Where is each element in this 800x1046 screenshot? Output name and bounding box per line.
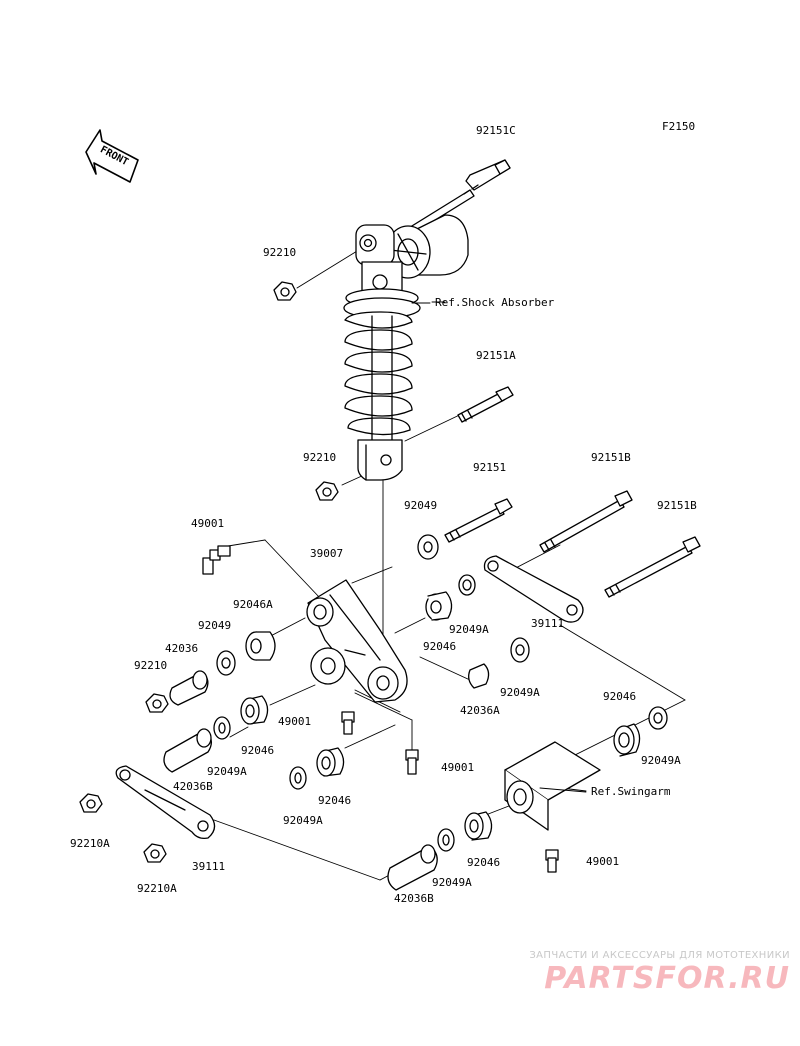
washer-92049a-mid-icon [510, 637, 530, 663]
washer-92049-icon [417, 534, 439, 560]
tie-rod-39111-lower-icon [115, 765, 216, 840]
watermark-brand: PARTSFOR.RU [544, 961, 790, 996]
callout-92049a-lower-left: 92049A [207, 765, 247, 778]
needle-bearing-92046-right-icon [425, 591, 453, 621]
callout-92049-left: 92049 [198, 619, 232, 632]
callout-42036b-left: 42036B [173, 780, 213, 793]
callout-ref-shock-absorber: Ref.Shock Absorber [435, 296, 555, 309]
bolt-92151b-upper-icon [539, 490, 633, 553]
callout-49001-lower: 49001 [441, 761, 475, 774]
callout-42036a: 42036A [460, 704, 500, 717]
tie-rod-39111-upper-icon [483, 555, 584, 623]
collar-42036b-left-icon [163, 728, 212, 773]
callout-92151b-lower: 92151B [657, 499, 697, 512]
collar-42036-icon [169, 670, 209, 706]
callout-39111-lower: 39111 [192, 860, 226, 873]
callout-92151b-upper: 92151B [591, 451, 631, 464]
watermark: ЗАПЧАСТИ И АКСЕССУАРЫ ДЛЯ МОТОТЕХНИКИ PA… [480, 950, 790, 995]
figure-code: F2150 [662, 120, 696, 133]
washer-92049a-lower-left-icon [213, 716, 231, 740]
callout-92049-top: 92049 [404, 499, 438, 512]
front-arrow-icon: FRONT [85, 129, 139, 183]
washer-92049a-bottom-icon [437, 828, 455, 852]
nut-92210-icon [273, 281, 297, 301]
grease-nipple-49001-center-icon [341, 711, 355, 735]
callout-92046-bottom: 92046 [467, 856, 501, 869]
callout-92049a-right: 92049A [449, 623, 489, 636]
needle-bearing-92046-center-icon [316, 747, 345, 777]
washer-92049-left-icon [216, 650, 236, 676]
callout-42036b-bottom: 42036B [394, 892, 434, 905]
callout-92046-center: 92046 [318, 794, 352, 807]
callout-92210-mid: 92210 [303, 451, 337, 464]
callout-49001-bottom: 49001 [586, 855, 620, 868]
needle-bearing-92046-bottom-icon [464, 811, 493, 841]
watermark-tagline: ЗАПЧАСТИ И АКСЕССУАРЫ ДЛЯ МОТОТЕХНИКИ [529, 950, 790, 961]
callout-92046a: 92046A [233, 598, 273, 611]
callout-92046-lower-left: 92046 [241, 744, 275, 757]
callout-39111-upper: 39111 [531, 617, 565, 630]
washer-92049a-right-icon [458, 574, 476, 596]
callout-92046-far-right: 92046 [603, 690, 637, 703]
callout-92049a-center: 92049A [283, 814, 323, 827]
callout-92046-right: 92046 [423, 640, 457, 653]
swingarm-icon [504, 741, 601, 831]
shock-absorber-icon [343, 214, 469, 481]
collar-42036b-bottom-icon [387, 844, 438, 891]
needle-bearing-92046-far-right-icon [613, 723, 641, 757]
bolt-92151b-lower-icon [604, 536, 701, 598]
callout-92210a-left: 92210A [70, 837, 110, 850]
callout-92151a: 92151A [476, 349, 516, 362]
grease-nipple-49001-lower-icon [405, 749, 419, 775]
callout-92210a-bottom: 92210A [137, 882, 177, 895]
needle-bearing-92046a-icon [245, 631, 276, 661]
callout-ref-swingarm: Ref.Swingarm [591, 785, 671, 798]
needle-bearing-92046-lower-left-icon [240, 695, 269, 725]
callout-92151c: 92151C [476, 124, 516, 137]
callout-49001-top: 49001 [191, 517, 225, 530]
callout-49001-center: 49001 [278, 715, 312, 728]
grease-nipple-49001-icon [202, 545, 231, 575]
nut-92210-left-icon [145, 693, 169, 713]
washer-92049a-center-icon [289, 766, 307, 790]
callout-39007: 39007 [310, 547, 344, 560]
callout-92210-left: 92210 [134, 659, 168, 672]
rocker-arm-39007-icon [306, 579, 408, 703]
callout-92151: 92151 [473, 461, 507, 474]
collar-42036a-icon [468, 663, 490, 689]
grease-nipple-49001-bottom-icon [545, 849, 559, 873]
nut-92210a-upper-icon [79, 793, 103, 813]
bolt-92151a-icon [457, 386, 514, 423]
callout-92049a-far-right: 92049A [641, 754, 681, 767]
callout-42036: 42036 [165, 642, 199, 655]
callout-92210-top: 92210 [263, 246, 297, 259]
callout-92049a-mid: 92049A [500, 686, 540, 699]
nut-92210a-lower-icon [143, 843, 167, 863]
washer-92049a-far-right-icon [648, 706, 668, 730]
bolt-92151-icon [444, 498, 513, 543]
nut-92210-lower-icon [315, 481, 339, 501]
callout-92049a-bottom: 92049A [432, 876, 472, 889]
